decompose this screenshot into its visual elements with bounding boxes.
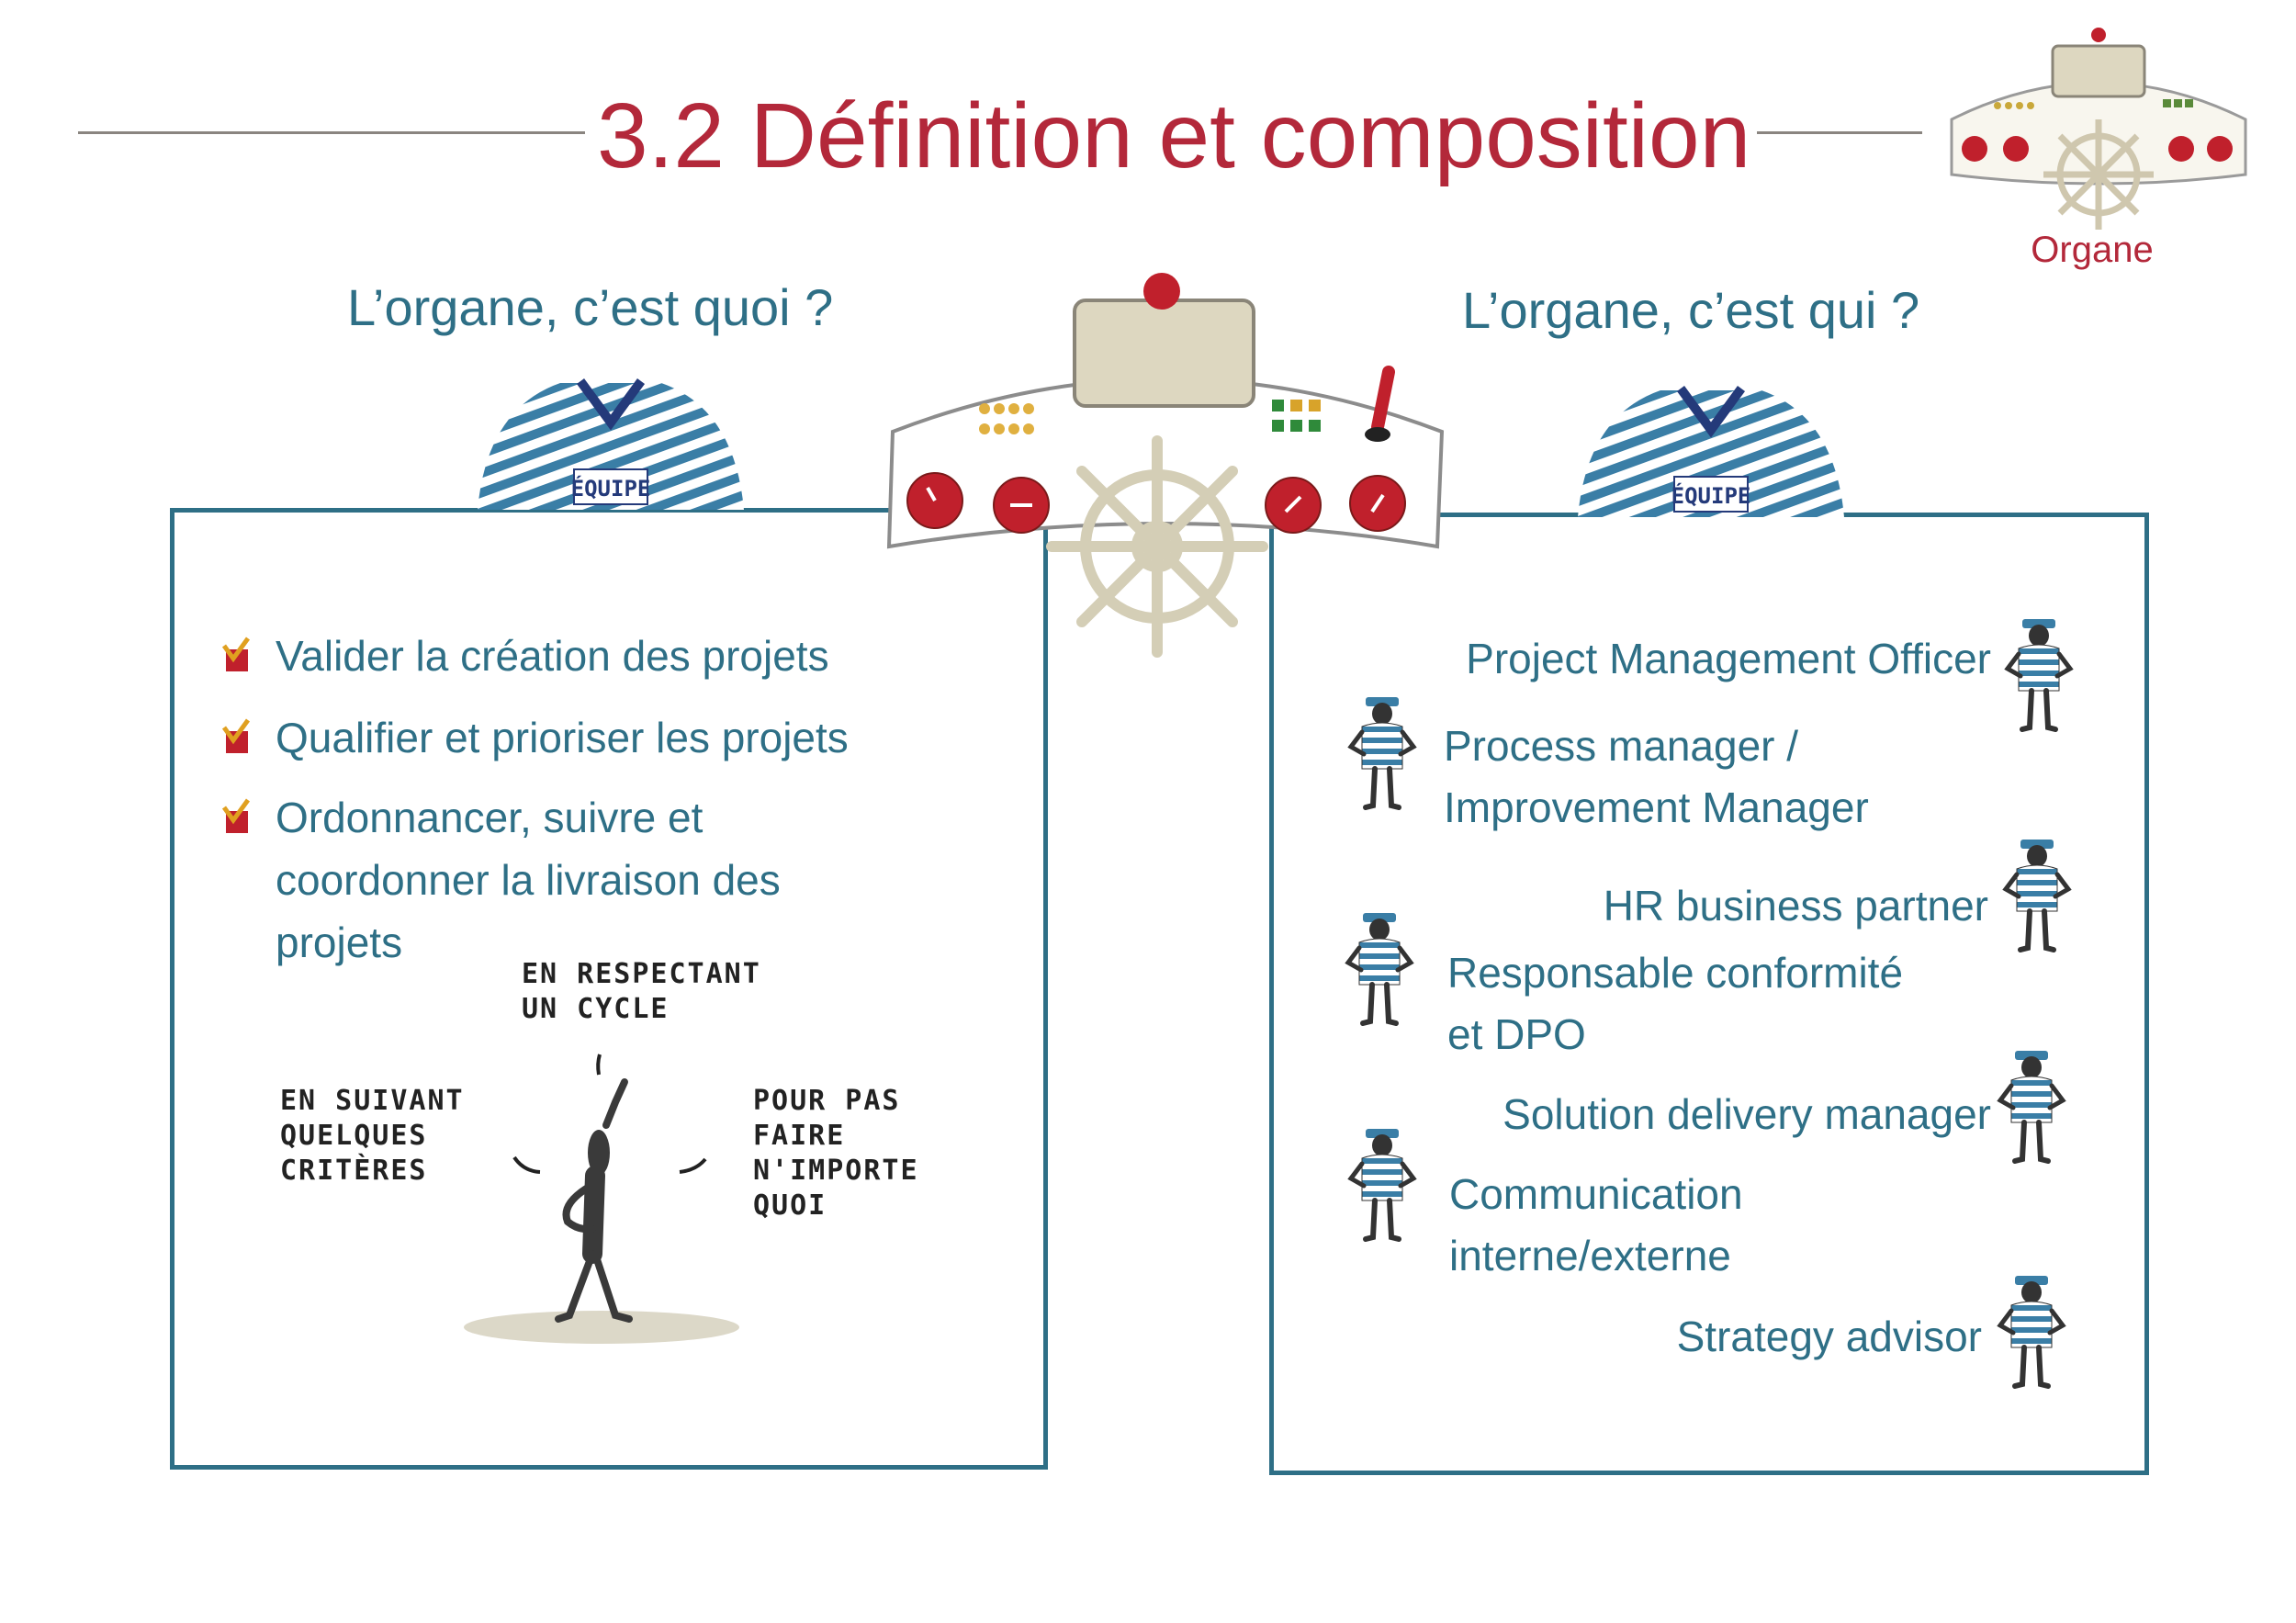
title-rule-right <box>1757 131 1922 134</box>
task-item: Ordonnancer, suivre et coordonner la liv… <box>276 794 781 966</box>
right-panel <box>1269 513 2149 1475</box>
checkmark-icon <box>221 718 251 753</box>
sailor-icon <box>1343 909 1416 1029</box>
organe-badge-icon <box>1950 28 2247 230</box>
left-panel <box>170 508 1048 1470</box>
role-item: HR business partner <box>1603 882 1988 930</box>
annotation-right: POUR PAS FAIRE N'IMPORTE QUOI <box>753 1085 919 1222</box>
sailor-icon <box>1345 693 1419 813</box>
checkmark-icon <box>221 798 251 833</box>
role-item: Communication interne/externe <box>1449 1170 1743 1279</box>
right-question-heading: L’organe, c’est qui ? <box>1462 281 1920 339</box>
task-item: Valider la création des projets <box>276 632 829 680</box>
shirt-label-right: ÉQUIPE <box>1671 482 1751 509</box>
page-title: 3.2 Définition et composition <box>597 85 1751 187</box>
checkmark-icon <box>221 637 251 671</box>
title-rule-left <box>78 131 585 134</box>
role-item: Strategy advisor <box>1676 1313 1982 1360</box>
sailor-icon <box>1345 1125 1419 1245</box>
annotation-left: EN SUIVANT QUELQUES CRITÈRES <box>280 1085 465 1187</box>
organe-badge-label: Organe <box>2031 230 2154 270</box>
sailor-icon <box>1995 1272 2068 1392</box>
role-item: Project Management Officer <box>1466 635 1991 682</box>
stick-figure-icon <box>464 1054 739 1344</box>
left-question-heading: L’organe, c’est quoi ? <box>347 278 834 336</box>
role-item: Responsable conformité et DPO <box>1447 949 1904 1058</box>
striped-shirt-icon: ÉQUIPE <box>1578 386 1844 517</box>
role-item: Process manager / Improvement Manager <box>1444 722 1869 831</box>
annotation-top: EN RESPECTANT UN CYCLE <box>522 958 761 1025</box>
sailor-icon <box>2002 615 2076 735</box>
striped-shirt-icon: ÉQUIPE <box>478 378 744 510</box>
task-item: Qualifier et prioriser les projets <box>276 714 849 761</box>
sailor-icon <box>2000 836 2074 955</box>
ship-console-icon <box>886 273 1445 658</box>
sailor-icon <box>1995 1047 2068 1167</box>
role-item: Solution delivery manager <box>1503 1090 1991 1138</box>
shirt-label-left: ÉQUIPE <box>571 475 651 502</box>
